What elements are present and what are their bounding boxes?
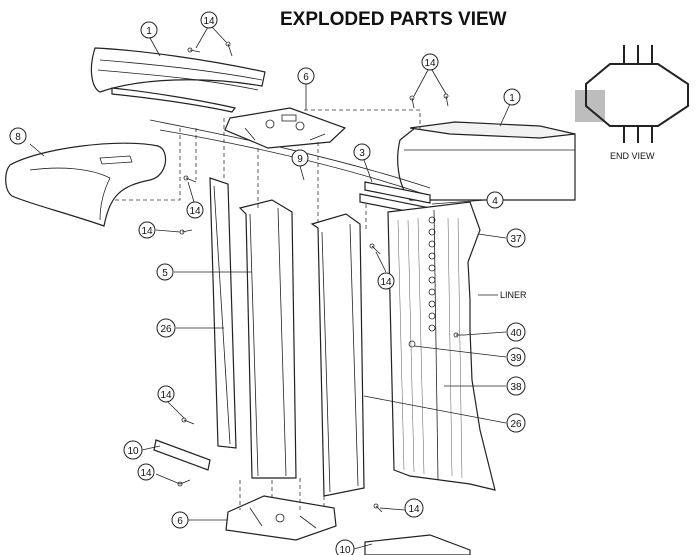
callout-1-left: 1: [140, 21, 158, 39]
callout-1-right: 1: [503, 88, 521, 106]
svg-text:14: 14: [408, 504, 420, 515]
callout-39: 39: [506, 347, 526, 367]
svg-text:38: 38: [510, 382, 522, 393]
upright-right: [310, 213, 365, 497]
callout-10-bottom: 10: [335, 539, 355, 555]
svg-text:1: 1: [146, 26, 152, 37]
upright-middle: [238, 199, 297, 479]
svg-text:14: 14: [189, 206, 201, 217]
svg-text:14: 14: [140, 468, 152, 479]
svg-text:9: 9: [297, 154, 303, 165]
top-rail-left: [90, 47, 266, 113]
svg-text:4: 4: [492, 196, 498, 207]
liner-label: LINER: [500, 290, 527, 300]
callout-14-bottom-left: 14: [137, 463, 155, 481]
top-rail-right: [397, 121, 576, 201]
page-title: EXPLODED PARTS VIEW: [280, 9, 507, 30]
callout-6-top: 6: [297, 67, 315, 85]
svg-text:39: 39: [510, 353, 522, 364]
svg-text:14: 14: [424, 58, 436, 69]
svg-text:10: 10: [127, 446, 139, 457]
callout-14-left-mid: 14: [138, 221, 156, 239]
callout-14-mid-right: 14: [377, 272, 395, 290]
svg-text:14: 14: [380, 277, 392, 288]
svg-text:26: 26: [160, 324, 172, 335]
end-view-label: END VIEW: [610, 151, 655, 161]
callout-8: 8: [9, 127, 27, 145]
bolt-column: [428, 216, 436, 332]
svg-text:5: 5: [162, 268, 168, 279]
bottom-track-left: [153, 439, 211, 471]
svg-text:37: 37: [510, 234, 522, 245]
callout-6-bottom: 6: [171, 511, 189, 529]
callout-9: 9: [291, 149, 309, 167]
callout-3: 3: [353, 143, 371, 161]
bottom-track-right: [364, 534, 471, 555]
svg-text:1: 1: [509, 93, 515, 104]
callout-4: 4: [486, 191, 504, 209]
svg-text:26: 26: [510, 419, 522, 430]
svg-text:40: 40: [510, 328, 522, 339]
svg-text:3: 3: [359, 148, 365, 159]
callout-37: 37: [506, 228, 526, 248]
assembly-lines: [112, 109, 421, 510]
callout-40: 40: [506, 322, 526, 342]
svg-text:6: 6: [303, 72, 309, 83]
svg-text:8: 8: [15, 132, 21, 143]
upright-left-trim: [209, 177, 237, 449]
bottom-connector-plate: [225, 495, 337, 541]
callout-14-top-right: 14: [421, 53, 439, 71]
svg-text:6: 6: [177, 516, 183, 527]
svg-text:14: 14: [160, 390, 172, 401]
callout-14-bottom-right: 14: [404, 498, 424, 518]
callout-26-left: 26: [156, 318, 176, 338]
leader-lines: [29, 26, 511, 550]
svg-text:10: 10: [339, 545, 351, 555]
top-cap-piece: [5, 142, 167, 227]
svg-text:14: 14: [141, 226, 153, 237]
end-view-inset: END VIEW: [575, 45, 689, 161]
top-connector-plate: [224, 107, 347, 149]
pool-wall-liner: [387, 201, 496, 491]
callout-14-top-left: 14: [200, 11, 218, 29]
callout-5: 5: [156, 263, 174, 281]
callout-38: 38: [506, 376, 526, 396]
callout-10-left: 10: [123, 440, 143, 460]
screw-fasteners: [177, 41, 464, 513]
callout-14-lower-left: 14: [157, 385, 175, 403]
callout-26-right: 26: [506, 413, 526, 433]
svg-text:14: 14: [203, 16, 215, 27]
callout-14-left-upper: 14: [186, 201, 204, 219]
